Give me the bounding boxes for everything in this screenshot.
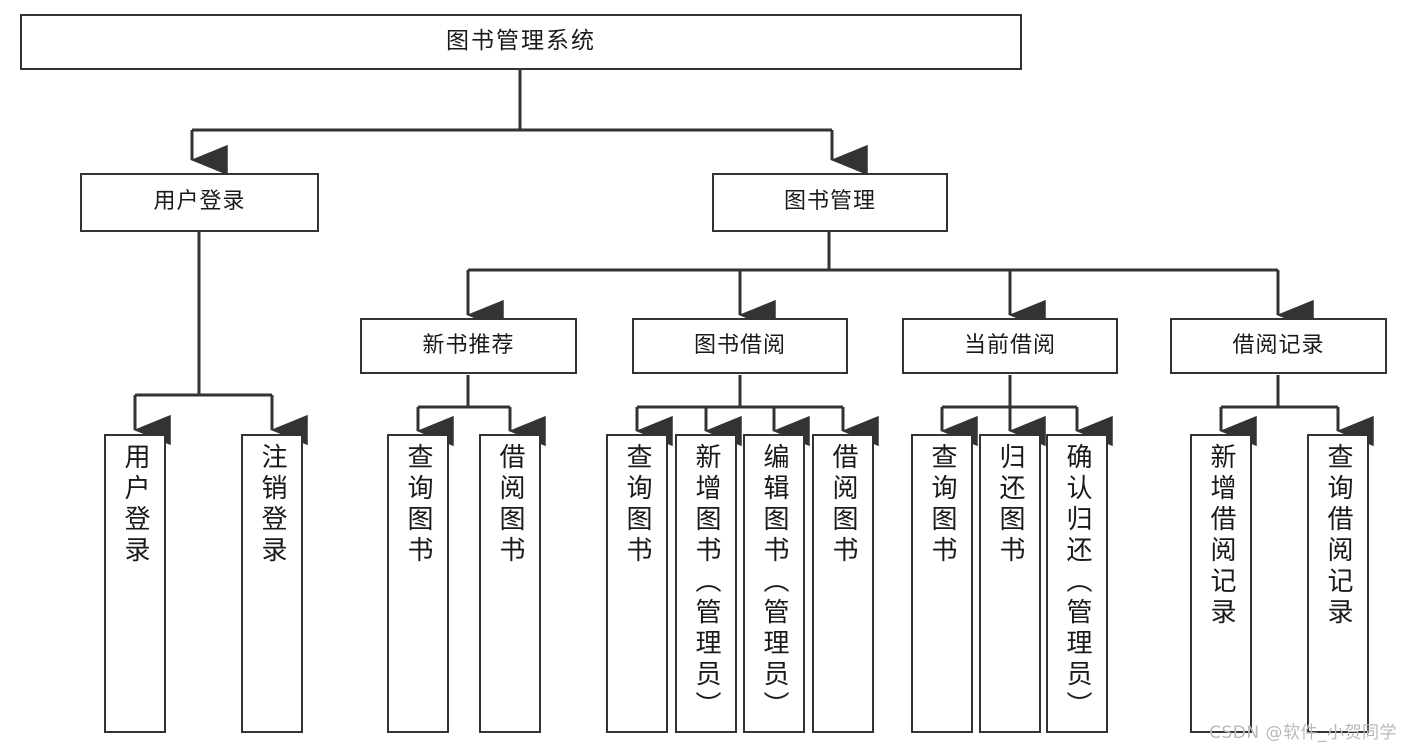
leaf-recommend-borrow-book[interactable]: 借阅图书 xyxy=(479,434,541,733)
leaf-borrow-borrow-book[interactable]: 借阅图书 xyxy=(812,434,874,733)
leaf-borrow-edit-book[interactable]: 编辑图书（管理员） xyxy=(743,434,805,733)
node-label: 确认归还（管理员） xyxy=(1062,443,1092,722)
node-label: 借阅图书 xyxy=(828,443,858,567)
leaf-borrow-add-book[interactable]: 新增图书（管理员） xyxy=(675,434,737,733)
node-label: 图书管理 xyxy=(783,189,876,215)
leaf-current-query-book[interactable]: 查询图书 xyxy=(911,434,973,733)
node-label: 图书管理系统 xyxy=(446,28,596,55)
node-label: 编辑图书（管理员） xyxy=(759,443,789,722)
node-user-login[interactable]: 用户登录 xyxy=(80,173,319,232)
node-current-borrow[interactable]: 当前借阅 xyxy=(902,318,1118,374)
leaf-record-add-record[interactable]: 新增借阅记录 xyxy=(1190,434,1252,733)
node-book-borrow[interactable]: 图书借阅 xyxy=(632,318,848,374)
node-label: 查询图书 xyxy=(403,443,433,567)
leaf-record-query-record[interactable]: 查询借阅记录 xyxy=(1307,434,1369,733)
node-label: 用户登录 xyxy=(153,189,246,215)
leaf-current-confirm-return[interactable]: 确认归还（管理员） xyxy=(1046,434,1108,733)
leaf-user-login-signin[interactable]: 用户登录 xyxy=(104,434,166,733)
node-label: 图书借阅 xyxy=(693,332,786,358)
node-root-system[interactable]: 图书管理系统 xyxy=(20,14,1022,70)
watermark-text: CSDN @软件_小贺同学 xyxy=(1209,723,1397,743)
node-label: 新增图书（管理员） xyxy=(691,443,721,722)
node-label: 归还图书 xyxy=(995,443,1025,567)
leaf-recommend-query-book[interactable]: 查询图书 xyxy=(387,434,449,733)
node-label: 查询图书 xyxy=(927,443,957,567)
node-label: 借阅记录 xyxy=(1232,332,1325,358)
node-label: 新书推荐 xyxy=(422,332,515,358)
node-label: 查询借阅记录 xyxy=(1323,443,1353,629)
node-label: 查询图书 xyxy=(622,443,652,567)
leaf-borrow-query-book[interactable]: 查询图书 xyxy=(606,434,668,733)
node-label: 用户登录 xyxy=(120,443,150,567)
node-label: 当前借阅 xyxy=(963,332,1056,358)
node-label: 借阅图书 xyxy=(495,443,525,567)
node-label: 新增借阅记录 xyxy=(1206,443,1236,629)
leaf-current-return-book[interactable]: 归还图书 xyxy=(979,434,1041,733)
node-book-management[interactable]: 图书管理 xyxy=(712,173,948,232)
leaf-user-login-signout[interactable]: 注销登录 xyxy=(241,434,303,733)
node-new-book-recommend[interactable]: 新书推荐 xyxy=(360,318,577,374)
node-borrow-record[interactable]: 借阅记录 xyxy=(1170,318,1387,374)
node-label: 注销登录 xyxy=(257,443,287,567)
